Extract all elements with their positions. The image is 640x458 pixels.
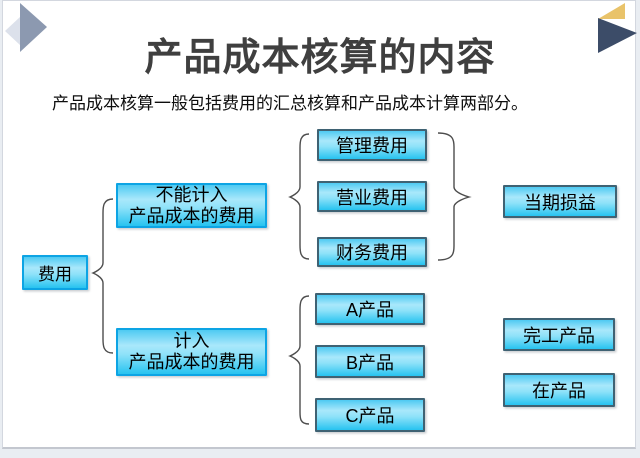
node-finished-products: 完工产品 xyxy=(503,318,615,351)
node-work-in-progress: 在产品 xyxy=(503,373,615,407)
node-expenses-not-in-product-cost: 不能计入 产品成本的费用 xyxy=(116,183,267,228)
node-management-expense: 管理费用 xyxy=(317,129,427,161)
node-financial-expense: 财务费用 xyxy=(317,237,427,267)
node-product-b: B产品 xyxy=(315,345,425,378)
node-current-profit-loss: 当期损益 xyxy=(503,185,617,218)
node-expenses: 费用 xyxy=(22,255,88,290)
node-product-a: A产品 xyxy=(315,293,425,325)
slide-title: 产品成本核算的内容 xyxy=(144,37,496,79)
node-operating-expense: 营业费用 xyxy=(317,181,427,212)
node-expenses-in-product-cost: 计入 产品成本的费用 xyxy=(116,328,267,376)
slide-subtitle: 产品成本核算一般包括费用的汇总核算和产品成本计算两部分。 xyxy=(52,94,528,113)
node-product-c: C产品 xyxy=(315,398,425,432)
